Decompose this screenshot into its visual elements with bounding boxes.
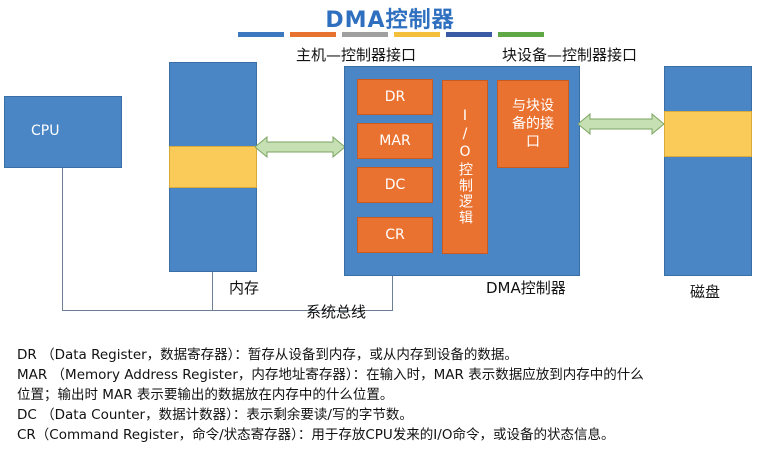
register-cr: CR <box>357 217 433 253</box>
strip-segment <box>342 32 388 37</box>
dma-controller-label: DMA控制器 <box>486 279 566 297</box>
strip-segment <box>290 32 336 37</box>
strip-segment <box>238 32 284 37</box>
description-mar-continued: 位置；输出时 MAR 表示要输出的数据放在内存中的什么位置。 <box>17 387 394 403</box>
diagram-title: DMA控制器 <box>325 8 455 33</box>
system-bus-label: 系统总线 <box>306 303 367 321</box>
device-interface-box-label: 与块设备的接口 <box>512 98 554 150</box>
description-cr: CR（Command Register，命令/状态寄存器）：用于存放CPU发来的… <box>17 427 615 443</box>
memory-dma-double-arrow <box>255 136 345 158</box>
dma-disk-double-arrow <box>578 113 664 135</box>
register-mar: MAR <box>357 123 433 159</box>
strip-segment <box>394 32 440 37</box>
strip-segment <box>498 32 544 37</box>
system-bus-line <box>62 310 393 311</box>
disk-box <box>664 66 752 276</box>
description-dr: DR （Data Register，数据寄存器）：暂存从设备到内存，或从内存到设… <box>17 347 518 363</box>
device-interface-box: 与块设备的接口 <box>497 80 569 168</box>
cpu-label: CPU <box>31 123 60 139</box>
io-control-logic-label: I/O控制逻辑 <box>457 108 473 226</box>
cpu-box: CPU <box>4 96 122 168</box>
dma-bus-line <box>392 274 393 311</box>
io-control-logic-box: I/O控制逻辑 <box>442 80 488 254</box>
disk-buffer <box>664 111 752 157</box>
description-mar: MAR （Memory Address Register，内存地址寄存器）：在输… <box>17 367 644 383</box>
memory-buffer <box>169 146 257 188</box>
host-interface-label: 主机—控制器接口 <box>296 46 417 64</box>
strip-segment <box>446 32 492 37</box>
disk-label: 磁盘 <box>690 283 721 301</box>
device-interface-label: 块设备—控制器接口 <box>502 46 638 64</box>
cpu-bus-line <box>62 165 63 311</box>
title-color-strip <box>238 32 548 37</box>
memory-label: 内存 <box>229 279 260 297</box>
description-dc: DC （Data Counter，数据计数器）：表示剩余要读/写的字节数。 <box>17 407 413 423</box>
memory-bus-line <box>212 270 213 311</box>
register-dc: DC <box>357 167 433 203</box>
register-dr: DR <box>357 79 433 115</box>
